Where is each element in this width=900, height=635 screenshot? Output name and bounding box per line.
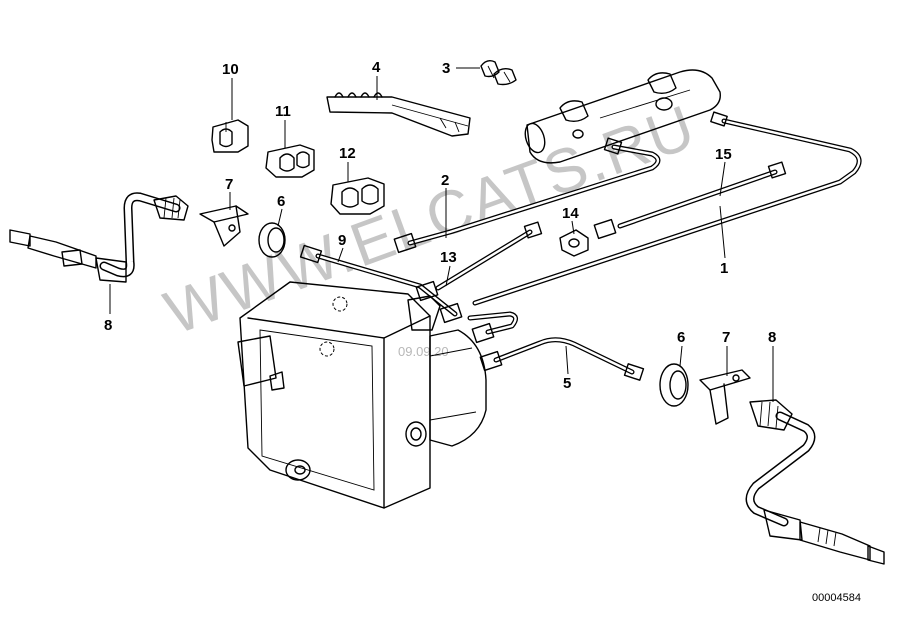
- hydraulic-unit[interactable]: [237, 281, 487, 509]
- part-7-bracket-upper[interactable]: [199, 205, 249, 247]
- leader-lines: [109, 67, 774, 402]
- callout-14: 14: [562, 205, 579, 222]
- callout-7-upper: 7: [225, 176, 233, 193]
- part-7-bracket-lower[interactable]: [699, 369, 751, 425]
- callout-4: 4: [372, 59, 381, 76]
- callout-9: 9: [338, 232, 346, 249]
- part-12-clip[interactable]: [330, 177, 385, 215]
- callout-5: 5: [563, 375, 571, 392]
- part-6-grommet-lower[interactable]: [659, 363, 689, 407]
- callout-13: 13: [440, 249, 457, 266]
- callout-15: 15: [715, 146, 732, 163]
- callout-8-left: 8: [104, 317, 112, 334]
- figure-number: 00004584: [812, 592, 861, 604]
- callout-11: 11: [275, 103, 291, 120]
- callout-6-lower: 6: [677, 329, 685, 346]
- callout-6-upper: 6: [277, 193, 285, 210]
- part-6-plug-upper[interactable]: [258, 222, 286, 258]
- line-fittings: [299, 111, 787, 381]
- callout-10: 10: [222, 61, 239, 78]
- callouts: 10 4 3 11 12 7 6 9 2 14 15 13 1 8 5 6 7 …: [104, 59, 776, 392]
- part-11-clip[interactable]: [265, 144, 315, 178]
- callout-7-lower: 7: [722, 329, 730, 346]
- fitting-icon: [299, 111, 787, 381]
- part-10-clip[interactable]: [211, 119, 249, 153]
- part-4-holder[interactable]: [326, 92, 471, 137]
- part-14-union[interactable]: [559, 229, 589, 257]
- part-8-hose-right[interactable]: [745, 399, 885, 565]
- part-3-clip[interactable]: [480, 59, 517, 86]
- master-cylinder[interactable]: [522, 69, 721, 164]
- callout-8-right: 8: [768, 329, 776, 346]
- part-8-hose-left[interactable]: [9, 192, 189, 283]
- callout-3: 3: [442, 60, 450, 77]
- watermark-date: 09.09.20: [398, 344, 449, 359]
- brake-lines[interactable]: [315, 118, 862, 375]
- callout-1: 1: [720, 260, 728, 277]
- callout-12: 12: [339, 145, 356, 162]
- callout-2: 2: [441, 172, 449, 189]
